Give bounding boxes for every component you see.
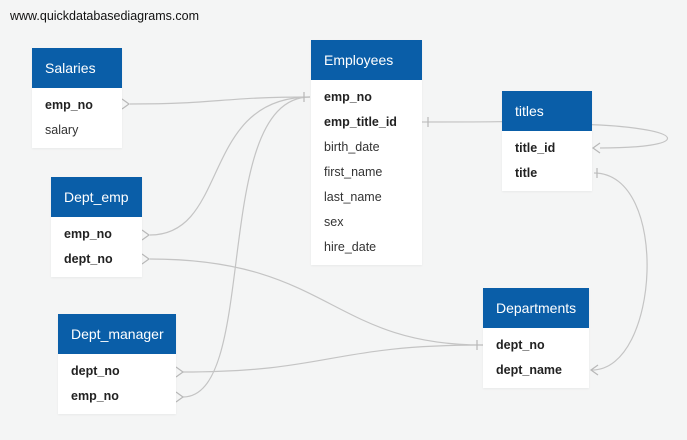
table-title: titles <box>502 91 592 131</box>
field-birth-date[interactable]: birth_date <box>324 140 380 154</box>
link-titles-departments <box>591 172 648 371</box>
field-title-id[interactable]: title_id <box>515 141 556 155</box>
table-title: Employees <box>311 40 422 80</box>
table-departments[interactable]: Departments dept_no dept_name <box>483 288 589 388</box>
field-emp-no[interactable]: emp_no <box>324 90 372 104</box>
table-title: Departments <box>483 288 589 328</box>
field-dept-name[interactable]: dept_name <box>496 363 562 377</box>
table-dept-manager[interactable]: Dept_manager dept_no emp_no <box>58 314 176 414</box>
crowsfoot-titles-titleid <box>591 142 601 154</box>
crowsfoot-deptemp-empno <box>141 229 151 241</box>
table-dept-emp[interactable]: Dept_emp emp_no dept_no <box>51 177 142 277</box>
field-dept-no[interactable]: dept_no <box>496 338 545 352</box>
table-title: Salaries <box>32 48 122 88</box>
link-deptmanager-employees <box>182 96 311 398</box>
field-emp-no[interactable]: emp_no <box>71 389 119 403</box>
field-dept-no[interactable]: dept_no <box>64 252 113 266</box>
field-last-name[interactable]: last_name <box>324 190 382 204</box>
crowsfoot-deptmanager-deptno <box>175 366 185 378</box>
crowsfoot-departments-deptname <box>589 364 599 376</box>
field-salary[interactable]: salary <box>45 123 79 137</box>
field-emp-title-id[interactable]: emp_title_id <box>324 115 397 129</box>
link-salaries-employees <box>129 96 311 105</box>
field-first-name[interactable]: first_name <box>324 165 383 179</box>
table-title: Dept_manager <box>58 314 176 354</box>
crowsfoot-deptemp-deptno <box>141 253 151 265</box>
field-dept-no[interactable]: dept_no <box>71 364 120 378</box>
table-titles[interactable]: titles title_id title <box>502 91 592 191</box>
field-emp-no[interactable]: emp_no <box>45 98 93 112</box>
link-deptemp-departments <box>149 258 484 346</box>
field-hire-date[interactable]: hire_date <box>324 240 377 254</box>
table-salaries[interactable]: Salaries emp_no salary <box>32 48 122 148</box>
field-sex[interactable]: sex <box>324 215 344 229</box>
link-deptmanager-departments <box>182 344 484 373</box>
crowsfoot-salaries-empno <box>121 98 131 110</box>
link-deptemp-employees <box>149 96 311 236</box>
table-title: Dept_emp <box>51 177 142 217</box>
crowsfoot-deptmanager-empno <box>175 391 185 403</box>
field-emp-no[interactable]: emp_no <box>64 227 112 241</box>
site-url-label: www.quickdatabasediagrams.com <box>10 9 199 23</box>
field-title[interactable]: title <box>515 166 538 180</box>
table-employees[interactable]: Employees emp_no emp_title_id birth_date… <box>311 40 422 265</box>
